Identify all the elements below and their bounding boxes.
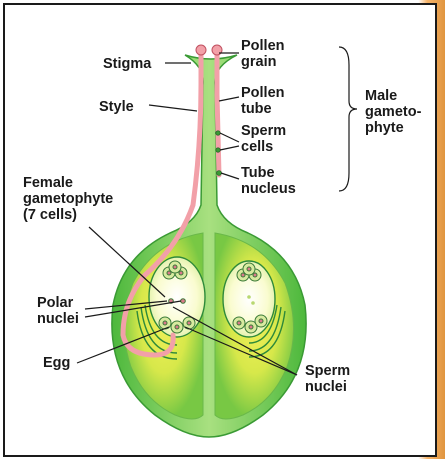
label-style: Style: [99, 99, 134, 115]
label-tube-nucleus: Tube nucleus: [241, 165, 296, 197]
label-egg: Egg: [43, 355, 70, 371]
label-sperm-nuclei: Sperm nuclei: [305, 363, 354, 395]
pollen-grain-left: [196, 45, 206, 55]
label-stigma: Stigma: [103, 56, 152, 72]
label-sperm-cells: Sperm cells: [241, 123, 290, 155]
diagram-frame: Stigma Pollen grain Style Pollen tube Sp…: [3, 3, 437, 457]
label-pollen-tube: Pollen tube: [241, 85, 289, 117]
label-pollen-grain: Pollen grain: [241, 38, 289, 70]
label-male-gametophyte: Male gameto- phyte: [365, 88, 425, 136]
label-polar-nuclei: Polar nuclei: [37, 295, 79, 327]
pollen-tube-right: [217, 53, 219, 175]
label-female-gametophyte: Female gametophyte (7 cells): [23, 175, 117, 223]
flower-pistil-diagram: Stigma Pollen grain Style Pollen tube Sp…: [5, 5, 439, 459]
